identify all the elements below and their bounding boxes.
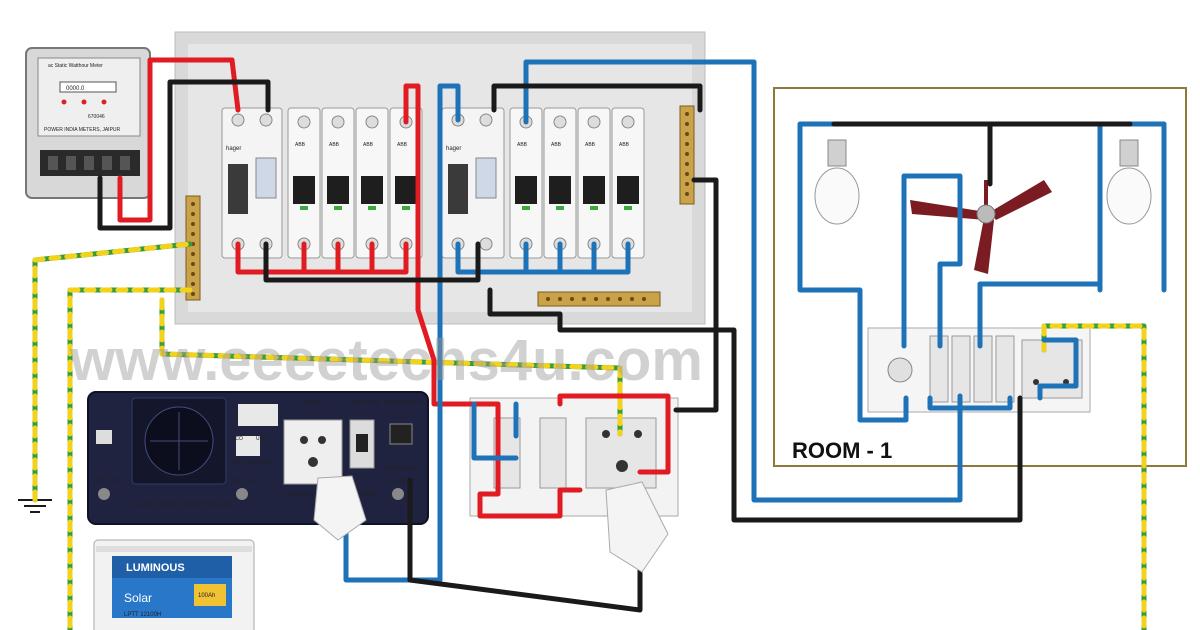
meter-led-icon	[61, 99, 67, 105]
mcb-brand: ABB	[363, 142, 374, 148]
mcb-right-4: ABB	[611, 107, 645, 259]
inverter-output-socket	[283, 419, 343, 485]
batt-out-label: BATT (-VE)	[230, 478, 256, 484]
ac-input-label: AC INPUT	[392, 478, 415, 484]
watermark: www.eeeetechs4u.com	[69, 328, 703, 393]
mcb-brand: ABB	[619, 142, 630, 148]
phase-wire	[117, 57, 671, 519]
mcb-brand: ABB	[551, 142, 562, 148]
neutral-bus-bar-right	[679, 105, 695, 205]
meter-serial: 670046	[88, 114, 105, 120]
switch	[539, 417, 567, 489]
batt-in-label: BATT (+VE)	[94, 478, 121, 484]
input-mcb-label: INPUT MCB	[352, 400, 380, 406]
ceiling-fan-icon	[910, 180, 1052, 274]
battery-brand: LUMINOUS	[126, 562, 185, 574]
rccb-right: hager	[441, 107, 505, 259]
neutral-wire	[343, 59, 1167, 583]
meter-title: ac Static Watthour Meter	[48, 63, 103, 69]
socket	[1021, 339, 1083, 399]
mcb-left-3: ABB	[355, 107, 389, 259]
ac-input-terminal-icon	[392, 488, 404, 500]
fan-regulator-knob-icon	[887, 357, 913, 383]
mcb-brand: ABB	[517, 142, 528, 148]
mcb-right-1: ABB	[509, 107, 543, 259]
battery-terminal-icon	[98, 488, 110, 500]
battery: LUMINOUS Solar 100Ah LPTT 12100H	[93, 539, 255, 630]
ups-label: UPS	[256, 436, 267, 442]
energy-meter: ac Static Watthour Meter 0000.0 670046 P…	[25, 47, 151, 199]
earth-wire	[32, 241, 1147, 630]
mcb-left-4: ABB	[389, 107, 423, 259]
mcb-right-3: ABB	[577, 107, 611, 259]
light-bulb-icon	[814, 139, 860, 225]
meter-reading: 0000.0	[66, 86, 85, 92]
switch	[973, 335, 993, 403]
meter-led-icon	[101, 99, 107, 105]
room-border	[773, 87, 1187, 467]
neutral-bus-bar-left	[185, 195, 201, 301]
battery-model: LPTT 12100H	[124, 612, 161, 618]
plug-inverter-output	[313, 475, 367, 541]
normal-mode-label: NORMAL MODE	[384, 400, 422, 406]
black-wire	[97, 79, 1133, 613]
battery-capacity: 100Ah	[198, 593, 215, 599]
inverter: ECO UPS BATT SELECTOR OUTPUT INPUT MCB N…	[87, 391, 429, 525]
mcb-left-2: ABB	[321, 107, 355, 259]
light-bulb-icon	[1106, 139, 1152, 225]
mcb-brand: ABB	[329, 142, 340, 148]
earth-bus-bar	[537, 291, 661, 307]
caution-label: CAUTION : OBSERVE CORRECT POLARITY	[130, 502, 234, 508]
mode-switch	[389, 423, 413, 445]
battery-line: Solar	[124, 591, 152, 605]
rccb-brand-right: hager	[446, 146, 461, 152]
rccb-left: hager	[221, 107, 283, 259]
mcb-brand: ABB	[295, 142, 306, 148]
mcb-brand: ABB	[397, 142, 408, 148]
mcb-right-2: ABB	[543, 107, 577, 259]
meter-brand: POWER INDIA METERS, JAIPUR	[44, 127, 121, 133]
output-label: OUTPUT	[304, 400, 325, 406]
switch	[951, 335, 971, 403]
switch	[995, 335, 1015, 403]
wiring	[32, 57, 1167, 630]
plug-inverter-input	[605, 481, 669, 573]
rccb-brand-left: hager	[226, 146, 241, 152]
bypass-mode-label: BYPASS MODE	[384, 466, 421, 472]
mcb-brand: ABB	[585, 142, 596, 148]
battery-terminal-icon	[236, 488, 248, 500]
usb-port-icon	[96, 430, 112, 444]
eco-label: ECO	[232, 436, 243, 442]
mcb-left-1: ABB	[287, 107, 321, 259]
meter-led-icon	[81, 99, 87, 105]
batt-selector-label: BATT SELECTOR	[232, 460, 273, 466]
room-label: ROOM - 1	[792, 438, 892, 463]
